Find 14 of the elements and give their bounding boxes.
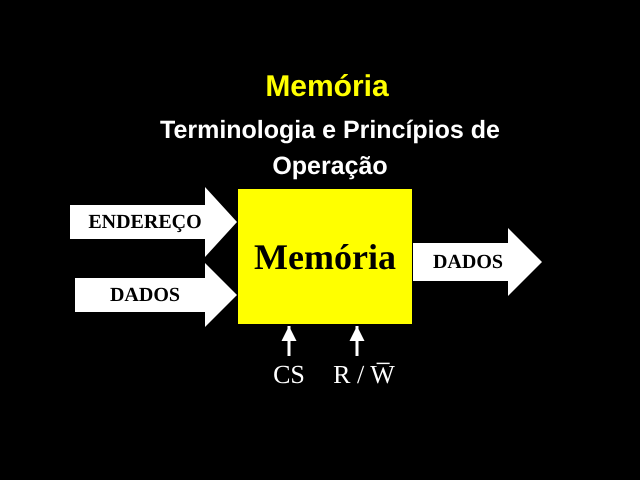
subtitle: Terminologia e Princípios de Operação <box>159 115 501 182</box>
arrow <box>282 326 296 356</box>
block-arrow <box>70 187 237 257</box>
block-label: Memória <box>254 236 396 278</box>
edge-label: ENDEREÇO <box>87 210 203 235</box>
signal-label: CS <box>273 360 305 390</box>
arrow <box>350 326 364 356</box>
block-arrow <box>413 228 542 296</box>
signal-label: R / W̅ <box>333 360 395 390</box>
memory-block <box>237 188 413 325</box>
edge-label: DADOS <box>108 283 181 308</box>
block-arrow <box>75 263 237 327</box>
title: Memória <box>264 70 390 104</box>
edge-label: DADOS <box>432 250 504 275</box>
